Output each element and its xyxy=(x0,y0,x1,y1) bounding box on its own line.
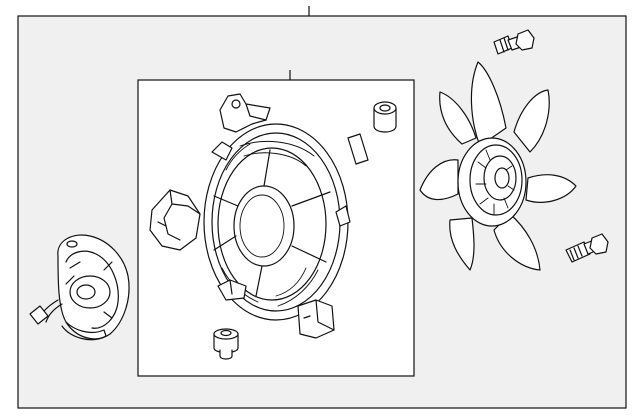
grommet xyxy=(213,328,239,360)
bushing xyxy=(373,101,397,133)
insulator-pad xyxy=(347,133,369,165)
fan-shroud xyxy=(203,93,351,339)
lower-bolt xyxy=(565,233,609,263)
fan-motor xyxy=(29,234,130,341)
fan-blade xyxy=(419,61,577,271)
upper-bolt xyxy=(493,29,535,55)
resistor xyxy=(149,189,201,251)
